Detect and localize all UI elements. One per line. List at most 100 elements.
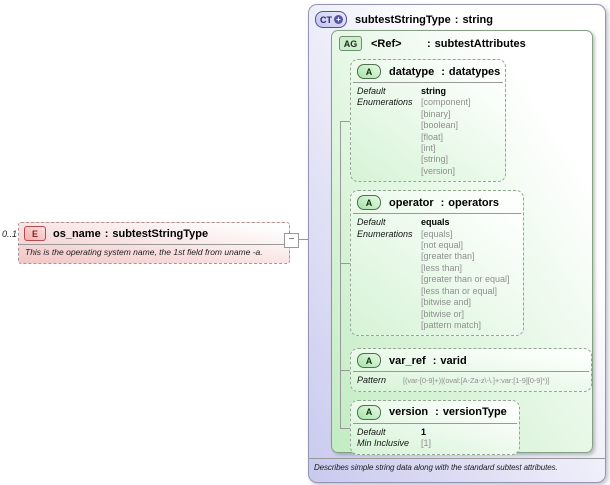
attribute-name: version: [389, 406, 429, 419]
facet-values: equals: [421, 217, 450, 228]
colon-separator: :: [427, 37, 431, 50]
facet-value: [greater than]: [421, 251, 475, 262]
complex-type-badge[interactable]: CT+: [315, 11, 347, 28]
facet-values: [(var-[0-9]+)|(oval:[A-Za-z\-\.]+:var:[1…: [403, 375, 550, 386]
connector-stub: [340, 263, 350, 264]
attribute-badge: A: [357, 64, 381, 79]
facet-value: [less than]: [421, 262, 463, 273]
facet-value: [binary]: [421, 108, 451, 119]
facet-row: Default 1: [357, 427, 517, 438]
facet-label: Default: [357, 86, 386, 96]
facet-value: [version]: [421, 165, 456, 176]
attribute-name: datatype: [389, 65, 435, 78]
attribute-group-type: subtestAttributes: [434, 37, 526, 50]
attribute-type: versionType: [442, 406, 507, 419]
facet-value: [not equal]: [421, 240, 464, 251]
facet-label: Min Inclusive: [357, 438, 410, 449]
attribute-name: var_ref: [389, 354, 426, 367]
element-annotation: This is the operating system name, the 1…: [25, 247, 263, 257]
facet-value: [greater than or equal]: [421, 274, 510, 285]
complex-type-name: subtestStringType: [355, 13, 451, 26]
cardinality-label: 0..1: [2, 229, 18, 239]
attribute-badge: A: [357, 353, 381, 369]
element-badge: E: [24, 226, 46, 241]
facet-value: equals: [421, 217, 450, 228]
attribute-group-header: AG <Ref> : subtestAttributes: [332, 31, 592, 51]
facet-row: Default string: [357, 86, 503, 97]
facet-label: Default: [357, 217, 386, 228]
attribute-group-badge: AG: [339, 36, 362, 51]
facet-values: 1: [421, 427, 426, 438]
connector-spine: [340, 120, 341, 428]
complex-type-header: CT+ subtestStringType : string: [309, 5, 605, 28]
facet-values: string: [421, 86, 446, 97]
expand-icon: +: [334, 15, 343, 24]
facet-value: string: [421, 86, 447, 96]
colon-separator: :: [432, 354, 437, 367]
facet-row: Pattern [(var-[0-9]+)|(oval:[A-Za-z\-\.]+…: [357, 375, 589, 386]
colon-separator: :: [454, 13, 459, 26]
collapse-handle-icon[interactable]: −: [284, 233, 299, 248]
complex-type-annotation: Describes simple string data along with …: [314, 463, 558, 472]
connector-stub: [340, 369, 350, 371]
facet-value: [component]: [421, 97, 471, 108]
complex-type-annotation-strip: Describes simple string data along with …: [309, 458, 605, 472]
element-type: subtestStringType: [112, 227, 209, 240]
facet-value: [1]: [421, 438, 432, 449]
facet-value: [pattern match]: [421, 319, 482, 330]
element-box-os-name[interactable]: E os_name : subtestStringType This is th…: [18, 222, 290, 264]
facet-value: [bitwise and]: [421, 297, 472, 308]
facet-value: [string]: [421, 154, 449, 165]
facet-values: [equals][not equal][greater than][less t…: [421, 229, 510, 332]
attribute-type: varid: [440, 354, 467, 367]
facet-value: 1: [421, 426, 427, 437]
connector-stub: [340, 120, 350, 122]
attribute-badge: A: [357, 404, 381, 420]
complex-type-box[interactable]: CT+ subtestStringType : string AG <Ref> …: [308, 4, 606, 483]
facet-values: [1]: [421, 438, 431, 449]
facet-row: Enumerations [component][binary][boolean]…: [357, 97, 503, 177]
facet-value: [bitwise or]: [421, 308, 465, 319]
facet-values: [component][binary][boolean][float][int]…: [421, 97, 471, 177]
facet-row: Default equals: [357, 217, 521, 228]
attribute-type: operators: [448, 196, 500, 209]
colon-separator: :: [441, 65, 445, 78]
facet-label: Default: [357, 426, 386, 437]
facet-label: Pattern: [357, 375, 387, 386]
colon-separator: :: [104, 227, 109, 240]
attribute-type: datatypes: [448, 65, 501, 78]
facet-row: Min Inclusive [1]: [357, 438, 517, 449]
complex-type-base: string: [462, 13, 493, 26]
facet-label: Enumerations: [357, 97, 413, 108]
attribute-group-ref: <Ref>: [371, 37, 402, 50]
colon-separator: :: [435, 406, 439, 419]
facet-value: [(var-[0-9]+)|(oval:[A-Za-z\-\.]+:var:[1…: [403, 376, 550, 386]
facet-value: [float]: [421, 131, 444, 142]
attribute-badge: A: [357, 195, 381, 211]
facet-value: [int]: [421, 143, 436, 154]
facet-value: [less than or equal]: [421, 285, 498, 296]
attribute-name: operator: [389, 196, 434, 209]
element-name: os_name: [53, 227, 101, 240]
facet-table: Pattern [(var-[0-9]+)|(oval:[A-Za-z\-\.]+…: [351, 372, 591, 390]
complex-type-badge-label: CT: [320, 14, 332, 25]
element-header: E os_name : subtestStringType: [19, 223, 289, 245]
facet-label: Enumerations: [357, 228, 413, 239]
connector-stub: [340, 427, 350, 429]
facet-value: [equals]: [421, 228, 453, 239]
facet-value: [boolean]: [421, 120, 459, 131]
